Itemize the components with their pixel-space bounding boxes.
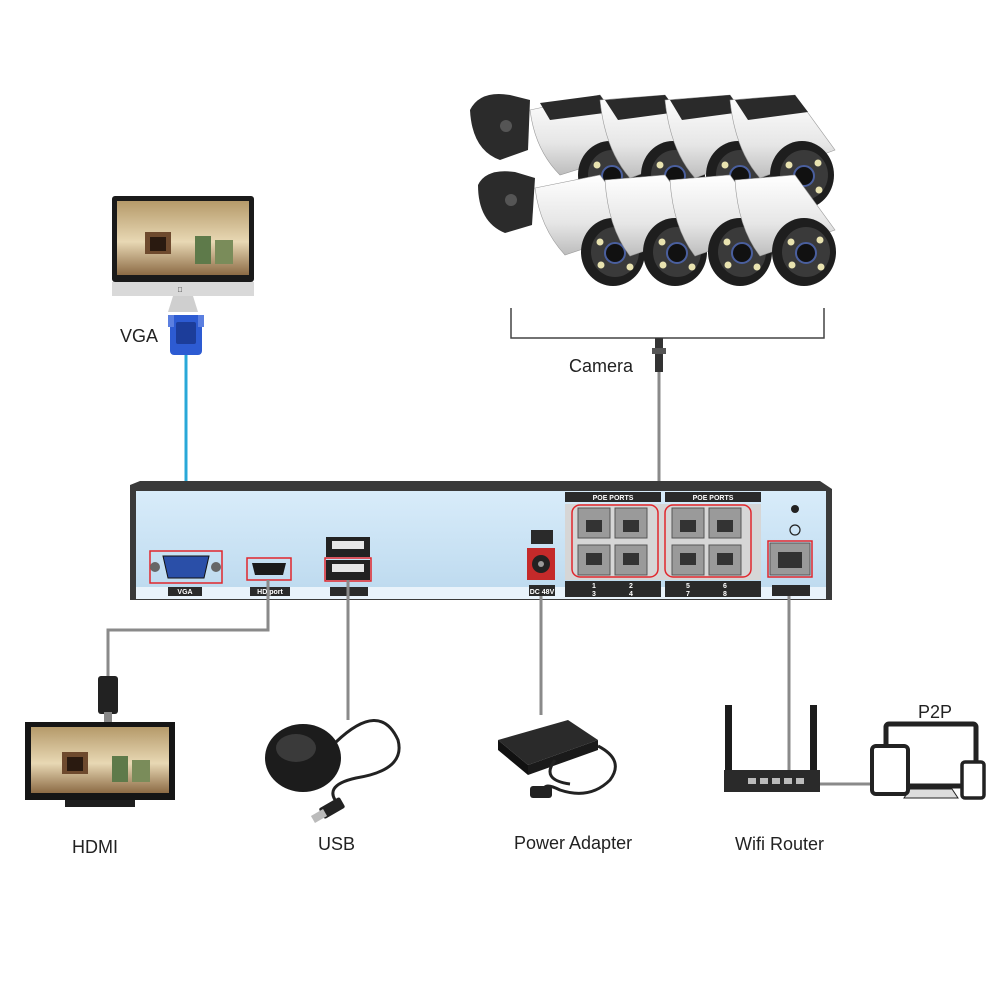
wifi-router-icon — [724, 705, 820, 792]
vga-port-label: VGA — [177, 589, 192, 596]
camera-group — [470, 94, 836, 286]
port-number: 7 — [686, 591, 690, 598]
port-number: 6 — [723, 583, 727, 590]
hdmi-label: HDMI — [72, 837, 118, 857]
hdmi-cable — [106, 580, 270, 680]
nvr-recorder — [130, 481, 832, 600]
lan-port — [767, 540, 813, 596]
computer-monitor-icon:  — [112, 196, 254, 312]
svg-text::  — [177, 287, 182, 294]
port-number: 5 — [686, 583, 690, 590]
vga-label: VGA — [120, 326, 159, 346]
wifi-router-label: Wifi Router — [735, 834, 825, 854]
ground-icon — [789, 524, 801, 536]
poe-ports-label-1: POE PORTS — [593, 495, 634, 502]
hd-port-label: HD port — [257, 589, 283, 596]
ethernet-plug-icon — [655, 338, 663, 372]
port-number: 1 — [592, 583, 596, 590]
port-number: 8 — [723, 591, 727, 598]
vga-connector-icon — [168, 315, 204, 355]
dc-power-port — [527, 530, 555, 596]
mouse-icon — [265, 719, 401, 823]
p2p-label: P2P — [918, 702, 953, 722]
vga-port — [149, 550, 223, 596]
tv-monitor-icon — [25, 722, 175, 807]
dc-port-label: DC 48V — [530, 589, 555, 596]
port-number: 4 — [629, 591, 633, 598]
poe-ports-label-2: POE PORTS — [693, 495, 734, 502]
hdmi-plug-icon — [98, 676, 118, 722]
poe-ports — [565, 504, 761, 597]
power-adapter-label: Power Adapter — [514, 833, 633, 853]
camera-bracket — [510, 308, 825, 339]
p2p-devices-icon — [870, 721, 986, 800]
port-number: 2 — [629, 583, 633, 590]
usb-label: USB — [318, 834, 356, 854]
port-number: 3 — [592, 591, 596, 598]
power-adapter-icon — [498, 720, 617, 798]
camera-label: Camera — [569, 356, 634, 376]
camera-icon — [734, 174, 836, 286]
